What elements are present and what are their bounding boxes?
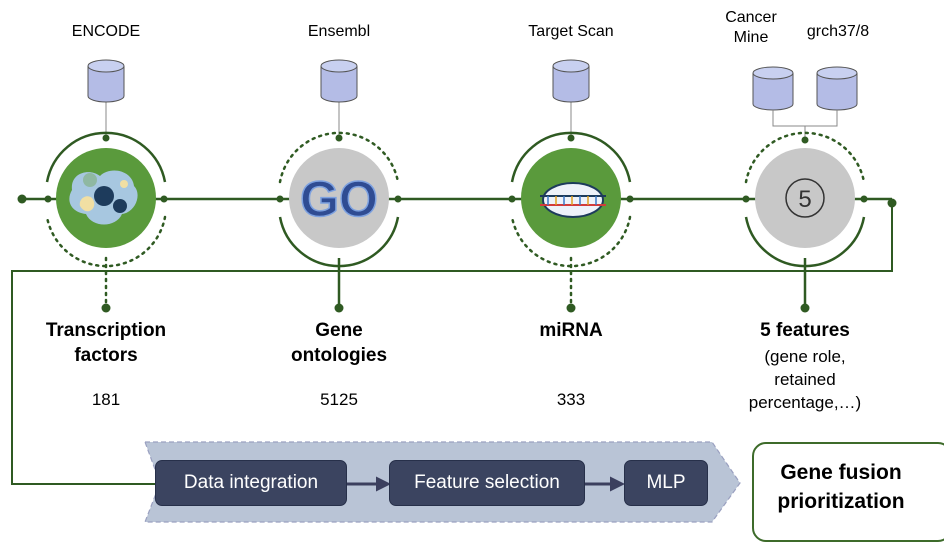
main-line-start-dot bbox=[17, 194, 27, 204]
database-icon bbox=[87, 66, 125, 103]
number-five-text: 5 bbox=[798, 186, 811, 213]
database-icon bbox=[320, 66, 358, 103]
database-icon bbox=[816, 73, 858, 111]
source-label-cancer-mine: Cancer Mine bbox=[725, 9, 777, 46]
node-gene-ontologies: GO bbox=[276, 59, 402, 313]
feature-count-transcription-factors: 181 bbox=[91, 390, 121, 409]
feature-title-gene-ontologies: Gene ontologies bbox=[290, 320, 388, 366]
database-icon bbox=[552, 66, 590, 103]
feature-count-gene-ontologies: 5125 bbox=[320, 390, 358, 409]
db-connector bbox=[772, 110, 838, 127]
source-label-target-scan: Target Scan bbox=[528, 23, 614, 40]
step-data-integration: Data integration bbox=[155, 460, 347, 506]
feedback-loop-line bbox=[11, 203, 893, 485]
feature-title-mirna: miRNA bbox=[539, 320, 603, 341]
feature-description-five-features: (gene role, retained percentage,…) bbox=[748, 347, 862, 412]
result-box: Gene fusion prioritization bbox=[752, 442, 944, 542]
step-mlp: MLP bbox=[624, 460, 708, 506]
step-feature-selection: Feature selection bbox=[389, 460, 585, 506]
go-logo-icon: GO bbox=[299, 170, 378, 228]
feature-count-mirna: 333 bbox=[556, 390, 586, 409]
feature-title-transcription-factors: Transcription factors bbox=[45, 320, 167, 366]
database-icon bbox=[752, 73, 794, 111]
transcription-factor-protein-icon bbox=[69, 170, 138, 225]
svg-text:GO: GO bbox=[300, 171, 378, 227]
node-transcription-factors bbox=[44, 59, 168, 313]
mirna-duplex-icon bbox=[540, 182, 606, 218]
node-five-features: 5 bbox=[742, 66, 868, 313]
source-label-ensembl: Ensembl bbox=[307, 23, 371, 40]
source-label-encode: ENCODE bbox=[71, 23, 141, 40]
number-five-icon: 5 bbox=[785, 178, 825, 218]
feature-title-five-features: 5 features bbox=[760, 320, 850, 341]
node-mirna bbox=[508, 59, 634, 313]
result-label: Gene fusion prioritization bbox=[777, 461, 905, 513]
source-label-grch: grch37/8 bbox=[806, 23, 870, 40]
